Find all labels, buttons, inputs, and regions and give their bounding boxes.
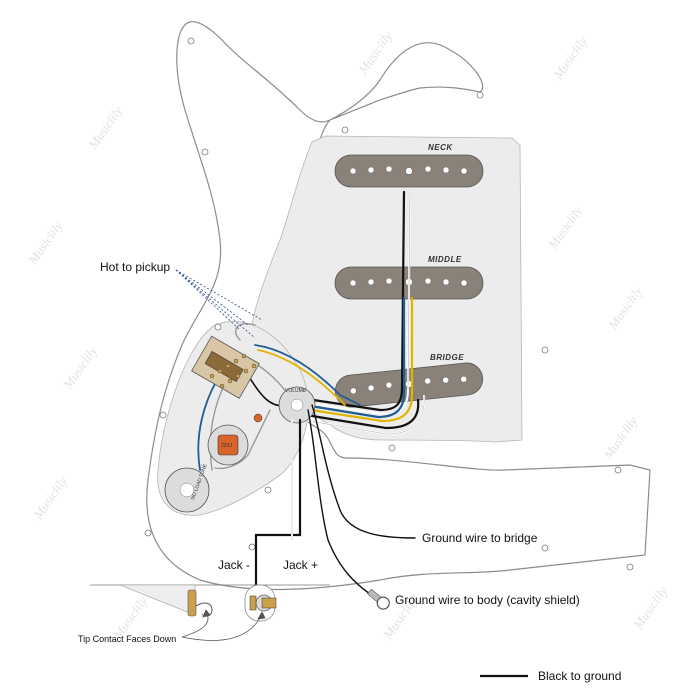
- ground-to-body-wire: [307, 409, 371, 595]
- tip-contact-pointers: [181, 609, 266, 641]
- ground-wires: [307, 404, 416, 595]
- hot-to-pickup-pointers: [175, 269, 263, 339]
- volume-pot-label: VOLUME: [285, 388, 307, 394]
- watermark-text: Musiclily: [550, 33, 591, 82]
- label-tip-contact: Tip Contact Faces Down: [78, 634, 176, 644]
- watermark-text: Musiclily: [545, 203, 586, 252]
- legend-black-label: Black to ground: [538, 669, 621, 683]
- watermark-text: Musiclily: [30, 473, 71, 522]
- screw-holes: [144, 37, 634, 571]
- pickup-neck: NECK: [334, 143, 484, 188]
- tone-pot-2: 223J: [207, 424, 249, 466]
- pickup-label-bridge: BRIDGE: [430, 353, 464, 362]
- volume-pot: VOLUME: [278, 386, 316, 424]
- ground-lug: [367, 588, 390, 610]
- treble-bleed-cap: [253, 413, 263, 423]
- ground-to-bridge-wire: [311, 404, 416, 539]
- no-load-tone-pot: NO LOAD TONE: [164, 463, 210, 513]
- legend: Black to ground: [480, 669, 621, 683]
- pickup-label-middle: MIDDLE: [428, 255, 462, 264]
- watermark-text: Musiclily: [85, 103, 126, 152]
- pickup-label-neck: NECK: [428, 143, 453, 152]
- watermark-text: Musiclily: [60, 343, 101, 392]
- label-jack-minus: Jack -: [218, 558, 250, 572]
- label-jack-plus: Jack +: [283, 558, 318, 572]
- watermark-text: Musiclily: [630, 583, 671, 632]
- cap-value: 223J: [221, 443, 232, 449]
- watermark-text: Musiclily: [25, 218, 66, 267]
- watermark-text: Musiclily: [605, 283, 646, 332]
- jack-wires: [254, 418, 302, 592]
- label-hot-to-pickup: Hot to pickup: [100, 260, 170, 274]
- label-ground-to-body: Ground wire to body (cavity shield): [395, 593, 580, 607]
- watermark-text: Musiclily: [600, 413, 641, 462]
- five-way-switch: [191, 335, 260, 399]
- capacitor: [217, 434, 239, 456]
- label-ground-to-bridge: Ground wire to bridge: [422, 531, 538, 545]
